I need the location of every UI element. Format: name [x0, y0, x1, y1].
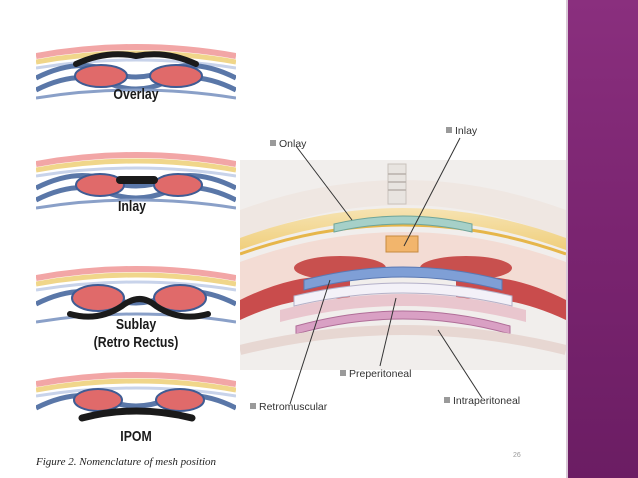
label-preperitoneal: Preperitoneal: [340, 368, 411, 380]
figure-caption: Figure 2. Nomenclature of mesh position: [36, 456, 217, 468]
leader-lines: [289, 137, 483, 405]
decorative-sidebar: [568, 0, 638, 478]
legend-square-icon: [444, 397, 450, 403]
legend-square-icon: [340, 370, 346, 376]
preperitoneal-mesh: [293, 282, 513, 307]
abdominal-wall-cross-section: [240, 160, 566, 370]
legend-square-icon: [270, 140, 276, 146]
inlay-mesh: [385, 235, 419, 253]
page-number: 26: [513, 452, 521, 459]
label-inlay: Inlay: [446, 125, 477, 137]
label-intraperitoneal: Intraperitoneal: [444, 395, 520, 407]
panel-label-ipom: IPOM: [120, 428, 152, 445]
panel-label-sublay: Sublay: [115, 316, 157, 333]
mesh: [67, 296, 211, 320]
umbilicus: [387, 163, 407, 205]
inlay-diagram: [36, 152, 236, 210]
legend-square-icon: [446, 127, 452, 133]
mesh: [73, 51, 199, 67]
sidebar-divider: [566, 0, 569, 478]
overlay-diagram: [36, 44, 236, 100]
ipom-diagram: [36, 372, 236, 422]
slide: Overlay Inlay Sublay (Retro Rectus) IPOM: [36, 44, 566, 468]
label-onlay: Onlay: [270, 138, 306, 150]
panel-label-retro-rectus: (Retro Rectus): [93, 334, 179, 351]
legend-square-icon: [250, 403, 256, 409]
onlay-mesh: [333, 215, 473, 233]
panel-label-inlay: Inlay: [117, 198, 147, 215]
retromuscular-mesh: [303, 266, 503, 291]
mesh: [78, 407, 196, 422]
panel-label-overlay: Overlay: [113, 86, 159, 103]
label-retromuscular: Retromuscular: [250, 401, 327, 413]
sublay-diagram: [36, 266, 236, 324]
